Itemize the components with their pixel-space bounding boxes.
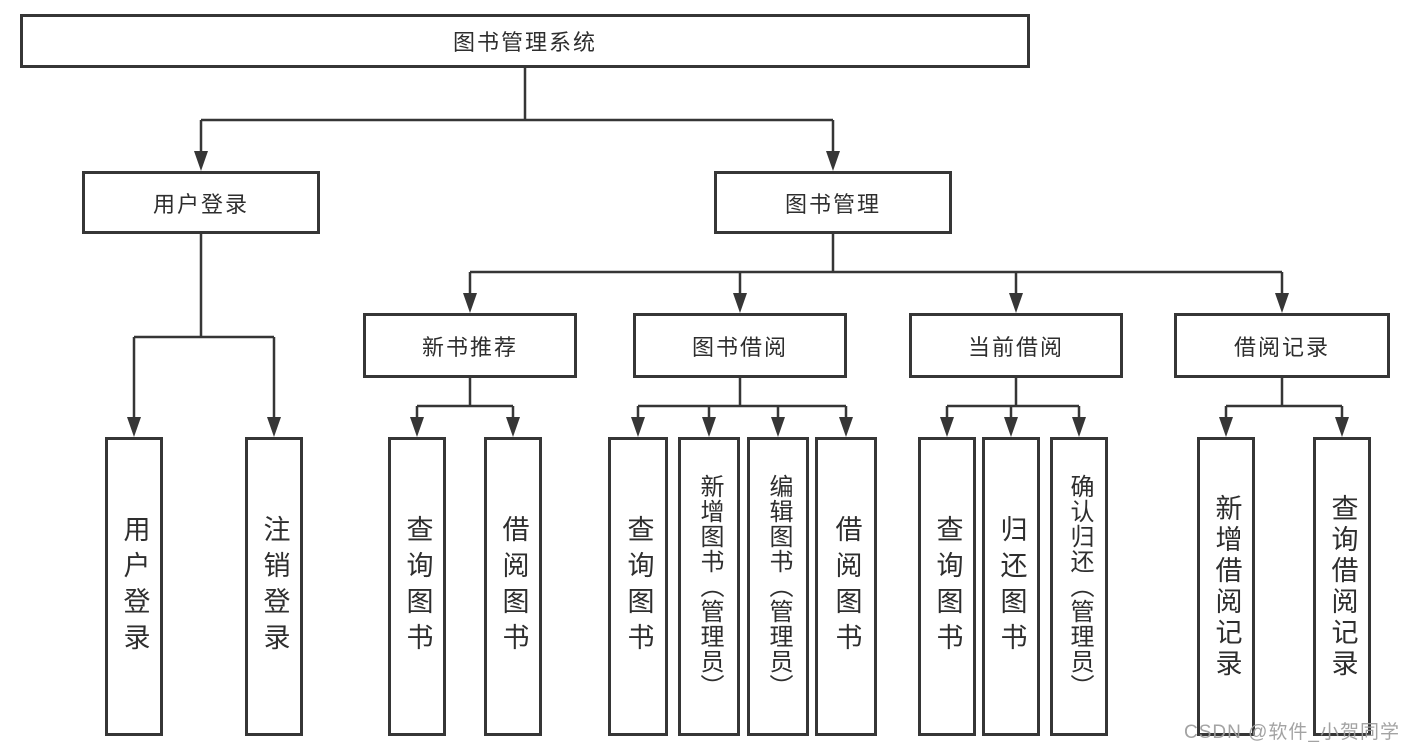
node-label: 用户登录 [119, 514, 150, 659]
node-label: 查询图书 [402, 514, 433, 659]
node-book-borrow: 图书借阅 [633, 313, 847, 378]
node-current-borrow: 当前借阅 [909, 313, 1123, 378]
connector-current-borrow [945, 378, 1081, 419]
node-book-management: 图书管理 [714, 171, 952, 234]
node-leaf-user-login: 用户登录 [105, 437, 163, 736]
connector-borrow-records [1224, 378, 1344, 419]
node-leaf-add-books-admin: 新增图书（管理员） [678, 437, 740, 736]
node-label: 查询图书 [932, 514, 963, 659]
connector-book-borrow [636, 378, 848, 419]
node-leaf-add-borrow-record: 新增借阅记录 [1197, 437, 1255, 736]
node-label: 归还图书 [996, 514, 1027, 659]
connector-new-books [415, 378, 515, 419]
connector-book-management [468, 234, 1284, 295]
node-label: 编辑图书（管理员） [765, 474, 792, 699]
node-leaf-query-books-3: 查询图书 [918, 437, 976, 736]
node-label: 借阅图书 [831, 514, 862, 659]
node-label: 注销登录 [259, 514, 290, 659]
node-label: 确认归还（管理员） [1066, 474, 1093, 699]
node-label: 借阅图书 [498, 514, 529, 659]
node-leaf-edit-books-admin: 编辑图书（管理员） [747, 437, 809, 736]
node-label: 图书借阅 [691, 334, 788, 360]
node-leaf-logout: 注销登录 [245, 437, 303, 736]
node-borrow-records: 借阅记录 [1174, 313, 1390, 378]
node-library-management-system: 图书管理系统 [20, 14, 1030, 68]
node-label: 图书管理 [784, 191, 881, 217]
node-new-book-recommend: 新书推荐 [363, 313, 577, 378]
node-leaf-query-borrow-record: 查询借阅记录 [1313, 437, 1371, 736]
connector-user-login [132, 234, 276, 419]
node-leaf-confirm-return-admin: 确认归还（管理员） [1050, 437, 1108, 736]
node-leaf-query-books-1: 查询图书 [388, 437, 446, 736]
node-leaf-borrow-books-1: 借阅图书 [484, 437, 542, 736]
node-label: 借阅记录 [1233, 334, 1330, 360]
node-leaf-return-books: 归还图书 [982, 437, 1040, 736]
node-label: 新增借阅记录 [1211, 493, 1242, 680]
node-label: 查询借阅记录 [1327, 493, 1358, 680]
node-leaf-borrow-books-2: 借阅图书 [815, 437, 877, 736]
node-label: 新书推荐 [421, 334, 518, 360]
node-label: 当前借阅 [967, 334, 1064, 360]
connector-root [199, 68, 835, 153]
csdn-watermark: CSDN @软件_小贺同学 [1184, 722, 1400, 743]
node-leaf-query-books-2: 查询图书 [608, 437, 668, 736]
node-label: 用户登录 [152, 191, 249, 217]
arrowheads [127, 151, 1349, 437]
node-label: 查询图书 [623, 514, 654, 659]
node-label: 新增图书（管理员） [696, 474, 723, 699]
node-user-login: 用户登录 [82, 171, 320, 234]
node-label: 图书管理系统 [452, 30, 597, 55]
